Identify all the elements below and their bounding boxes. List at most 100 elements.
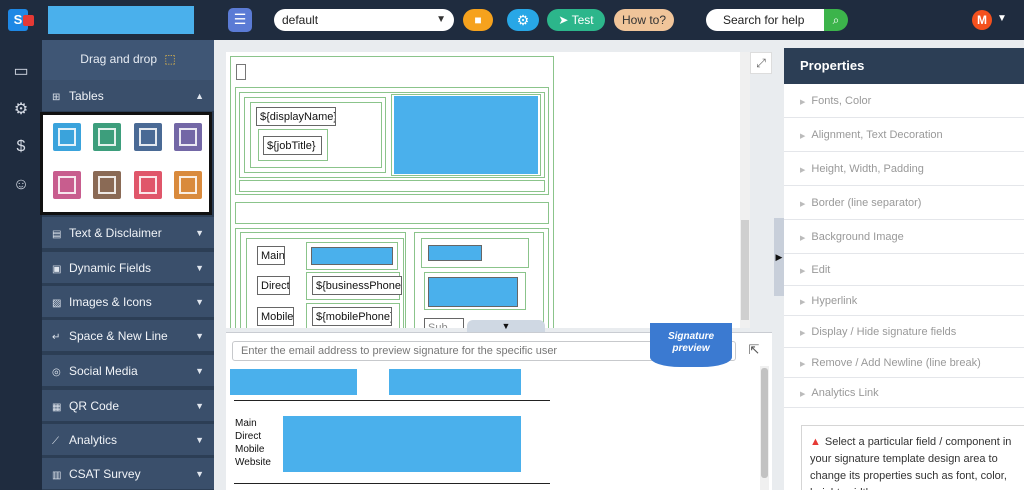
category-qr-code[interactable]: ▦QR Code ▼ xyxy=(42,390,214,422)
preview-email-input[interactable]: Enter the email address to preview signa… xyxy=(232,341,736,361)
prop-hyperlink[interactable]: ▶Hyperlink xyxy=(784,286,1024,316)
help-search-input[interactable]: Search for help xyxy=(706,9,824,31)
signature-design-area[interactable]: ${displayName} ${jobTitle} Main Direct $… xyxy=(226,52,741,328)
prop-edit[interactable]: ▶Edit xyxy=(784,254,1024,286)
direct-label[interactable]: Direct xyxy=(257,276,290,295)
collapse-design-tab[interactable]: ▼ xyxy=(467,320,545,334)
chevron-down-icon[interactable]: ▼ xyxy=(997,13,1007,24)
template-select[interactable]: default ▼ xyxy=(274,9,454,31)
main-label[interactable]: Main xyxy=(257,246,285,265)
category-space-newline[interactable]: ↵Space & New Line ▼ xyxy=(42,320,214,352)
category-csat-survey[interactable]: ▥CSAT Survey ▼ xyxy=(42,458,214,490)
category-tables[interactable]: ⊞Tables ▲ xyxy=(42,80,214,112)
template-outer-box[interactable] xyxy=(230,56,554,328)
table-layout-tile[interactable] xyxy=(53,123,81,151)
caret-right-icon: ▶ xyxy=(800,299,806,306)
caret-right-icon: ▶ xyxy=(800,361,806,368)
table-layout-tile[interactable] xyxy=(134,123,162,151)
business-phones-field[interactable]: ${businessPhones} xyxy=(312,276,402,295)
logo-placeholder[interactable] xyxy=(394,96,538,174)
open-external-icon[interactable]: ⇱ xyxy=(748,342,760,357)
right-cut-off-field[interactable]: Sub xyxy=(424,318,464,328)
name-cell[interactable] xyxy=(244,97,386,173)
signature-preview-badge: Signature preview xyxy=(650,323,732,367)
preview-website-label: Website xyxy=(235,457,271,468)
table-layout-tile[interactable] xyxy=(134,171,162,199)
user-icon[interactable]: ☺ xyxy=(12,176,30,193)
how-to-button[interactable]: How to? xyxy=(614,9,674,31)
help-search-button[interactable]: ⌕ xyxy=(824,9,848,31)
prop-analytics-link[interactable]: ▶Analytics Link xyxy=(784,378,1024,408)
template-handle[interactable] xyxy=(236,64,246,80)
dollar-icon[interactable]: $ xyxy=(16,138,26,155)
monitor-icon[interactable]: ▭ xyxy=(13,63,29,80)
category-social-media[interactable]: ◎Social Media ▼ xyxy=(42,355,214,387)
prop-newline[interactable]: ▶Remove / Add Newline (line break) xyxy=(784,348,1024,378)
right-placeholder-2[interactable] xyxy=(428,277,518,307)
prop-label: Fonts, Color xyxy=(811,95,872,107)
main-phone-placeholder[interactable] xyxy=(311,247,393,265)
prop-display-hide[interactable]: ▶Display / Hide signature fields xyxy=(784,316,1024,348)
prop-background-image[interactable]: ▶Background Image xyxy=(784,220,1024,254)
prop-label: Alignment, Text Decoration xyxy=(811,129,943,141)
prop-border[interactable]: ▶Border (line separator) xyxy=(784,186,1024,220)
prop-fonts-color[interactable]: ▶Fonts, Color xyxy=(784,84,1024,118)
preview-scrollbar-thumb[interactable] xyxy=(761,368,768,478)
save-button[interactable]: ■ xyxy=(463,9,493,31)
right-row-2[interactable] xyxy=(424,272,526,310)
category-dynamic-fields[interactable]: ▣Dynamic Fields ▼ xyxy=(42,252,214,284)
settings-button[interactable]: ⚙ xyxy=(507,9,539,31)
display-name-field[interactable]: ${displayName} xyxy=(256,107,336,126)
logo-cell[interactable] xyxy=(391,94,541,176)
table-layout-tile[interactable] xyxy=(93,123,121,151)
prop-alignment[interactable]: ▶Alignment, Text Decoration xyxy=(784,118,1024,152)
mobile-label[interactable]: Mobile xyxy=(257,307,294,326)
contact-table[interactable] xyxy=(235,228,549,328)
header-table[interactable] xyxy=(235,87,549,195)
separator-row[interactable] xyxy=(239,180,545,192)
caret-right-icon: ▶ xyxy=(800,167,806,174)
table-layout-tile[interactable] xyxy=(174,171,202,199)
properties-panel: Properties ▶Fonts, Color ▶Alignment, Tex… xyxy=(784,48,1024,490)
fullscreen-button[interactable]: ⤢ xyxy=(750,52,772,74)
preview-name-placeholder xyxy=(230,369,357,395)
spacer-row[interactable] xyxy=(235,202,549,224)
components-panel: Drag and drop ⬚ ⊞Tables ▲ ▤Text & Discla… xyxy=(42,40,214,490)
right-row-1[interactable] xyxy=(421,238,529,268)
mobile-value-cell[interactable] xyxy=(306,303,400,328)
table-layout-tile[interactable] xyxy=(93,171,121,199)
design-scrollbar[interactable] xyxy=(740,52,750,328)
category-label: Space & New Line xyxy=(69,329,168,343)
job-title-cell[interactable] xyxy=(258,129,328,161)
chevron-down-icon: ▼ xyxy=(436,14,446,25)
test-button[interactable]: ➤ Test xyxy=(547,9,605,31)
top-bar: S ☰ default ▼ ■ ⚙ ➤ Test How to? Search … xyxy=(0,0,1024,40)
app-logo[interactable]: S xyxy=(8,9,34,31)
avatar[interactable]: M xyxy=(972,10,992,30)
prop-size-padding[interactable]: ▶Height, Width, Padding xyxy=(784,152,1024,186)
contact-right-cell[interactable] xyxy=(414,232,544,328)
mobile-phone-field[interactable]: ${mobilePhone} xyxy=(312,307,392,326)
name-inner-cell[interactable] xyxy=(250,102,382,168)
category-images-icons[interactable]: ▨Images & Icons ▼ xyxy=(42,286,214,318)
main-value-cell[interactable] xyxy=(306,242,398,270)
preview-direct-label: Direct xyxy=(235,431,262,442)
contact-left-cell[interactable] xyxy=(240,232,406,328)
category-text-disclaimer[interactable]: ▤Text & Disclaimer ▼ xyxy=(42,217,214,249)
gear-icon[interactable]: ⚙ xyxy=(13,101,29,118)
preview-main-label: Main xyxy=(235,418,257,429)
text-icon: ▤ xyxy=(52,229,62,240)
chevron-up-icon: ▲ xyxy=(195,91,204,101)
right-placeholder-1[interactable] xyxy=(428,245,482,261)
contact-inner-table[interactable] xyxy=(246,238,404,328)
job-title-field[interactable]: ${jobTitle} xyxy=(263,136,322,155)
table-layout-tile[interactable] xyxy=(174,123,202,151)
company-name-box[interactable] xyxy=(48,6,194,34)
properties-toggle-tab[interactable]: ▶ xyxy=(774,218,784,296)
table-layout-tile[interactable] xyxy=(53,171,81,199)
category-analytics[interactable]: ⟋Analytics ▼ xyxy=(42,424,214,456)
design-scrollbar-thumb[interactable] xyxy=(741,220,749,320)
menu-button[interactable]: ☰ xyxy=(228,8,252,32)
preview-scrollbar[interactable] xyxy=(760,366,769,490)
header-row[interactable] xyxy=(239,92,545,178)
